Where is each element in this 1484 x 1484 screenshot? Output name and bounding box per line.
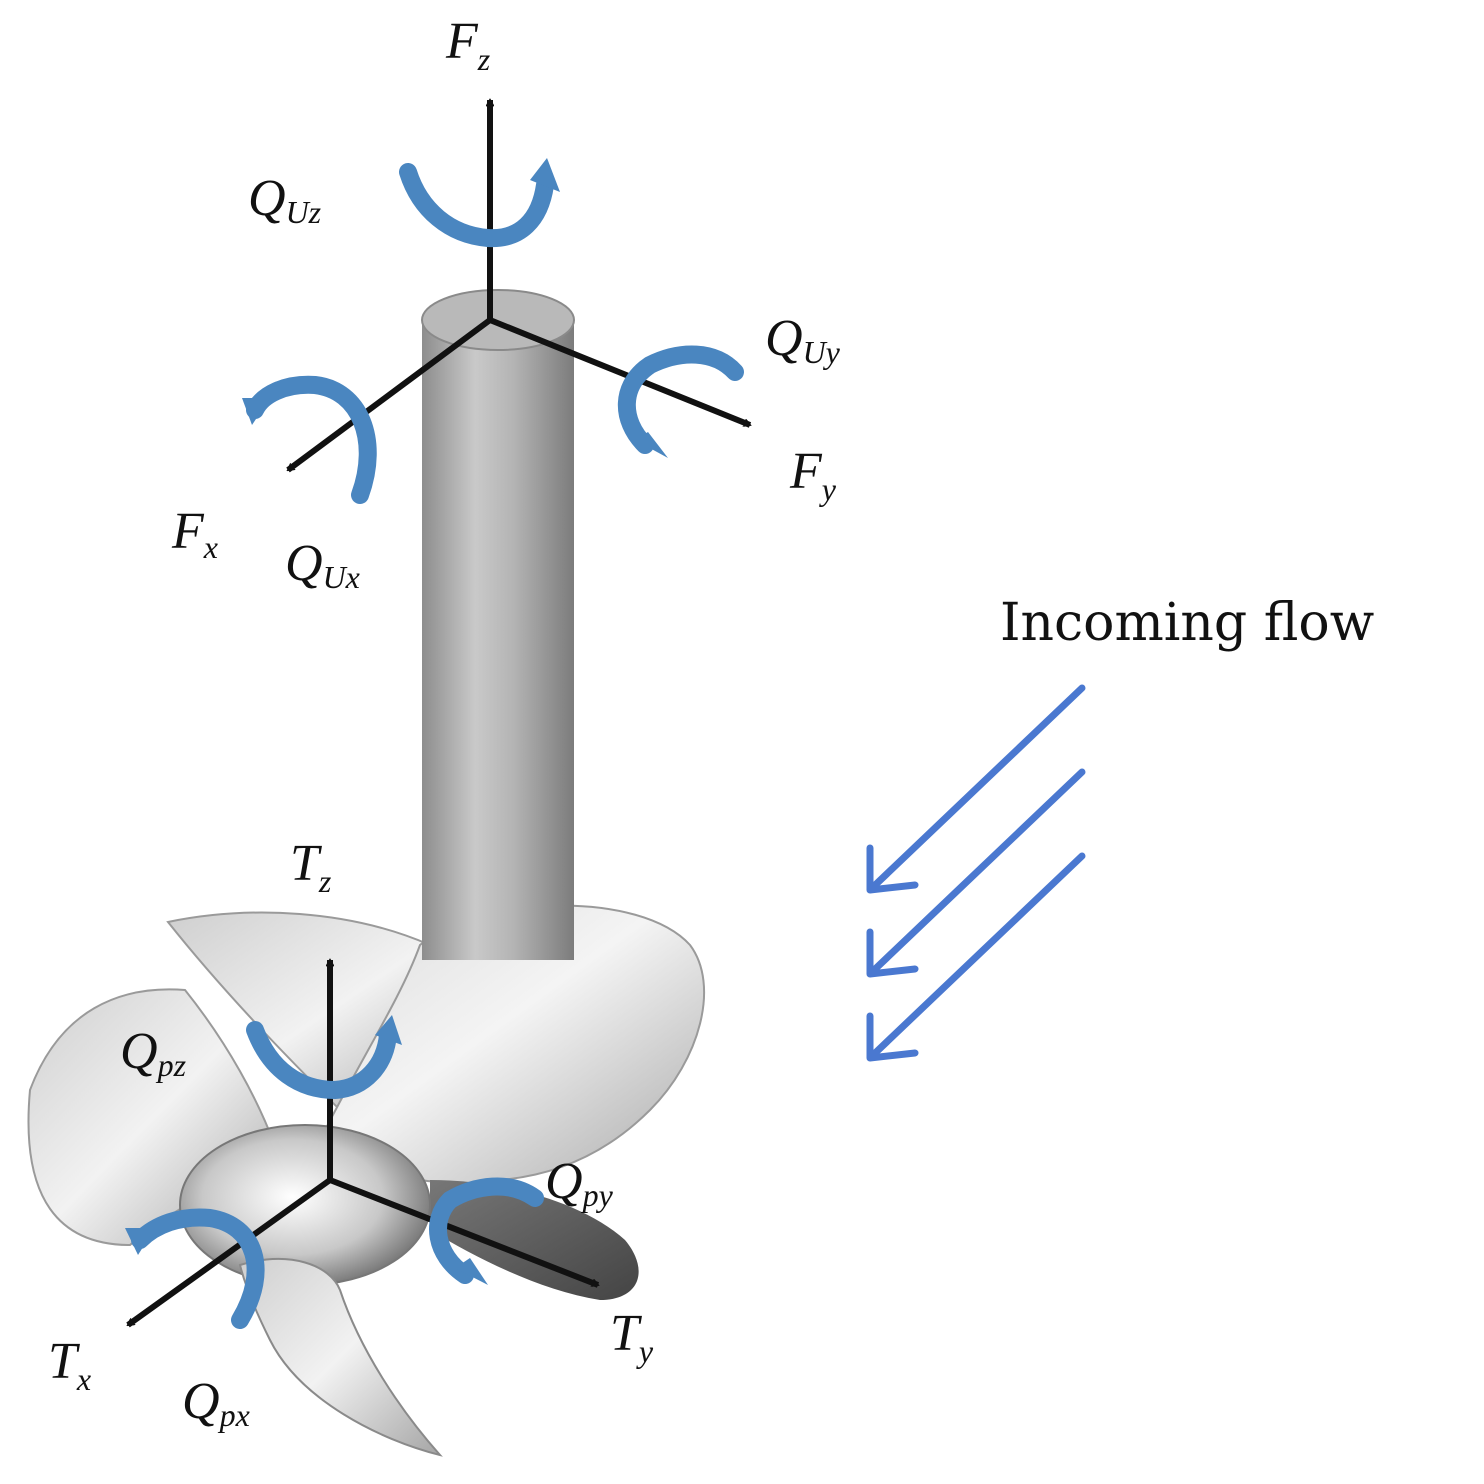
label-tx: Tx [48, 1333, 91, 1397]
label-quy: QUy [765, 310, 841, 370]
pod-housing [318, 904, 706, 1185]
label-fx: Fx [171, 503, 218, 565]
moment-pz-icon [246, 1015, 402, 1100]
label-qpy: Qpy [545, 1153, 614, 1213]
blade-right-dark [430, 1180, 639, 1300]
moment-py-icon [429, 1177, 544, 1285]
shaft [422, 320, 574, 960]
flow-arrow-1-icon [866, 684, 1086, 894]
labels: Fz QUz QUy Fy Fx QUx Tz Qpz Qpy Ty Tx Qp… [48, 13, 1374, 1433]
flow-arrow-2-icon [866, 768, 1086, 978]
tx-axis [126, 1177, 332, 1328]
upper-axes [286, 100, 750, 473]
label-fz: Fz [445, 13, 491, 77]
ty-axis [328, 1177, 598, 1288]
fx-axis [286, 317, 492, 473]
moment-uy-icon [617, 345, 744, 458]
moment-ux-icon [242, 375, 377, 504]
moment-px-icon [125, 1208, 265, 1329]
label-ty: Ty [610, 1305, 654, 1369]
flow-label: Incoming flow [1000, 593, 1374, 653]
label-fy: Fy [789, 443, 837, 507]
blade-lower [238, 1258, 443, 1457]
label-qpx: Qpx [182, 1373, 250, 1433]
flow-arrow-3-icon [866, 852, 1086, 1062]
moment-arrows [125, 158, 744, 1329]
flow-arrows [866, 684, 1086, 1062]
label-qux: QUx [285, 535, 360, 595]
label-tz: Tz [290, 835, 332, 899]
moment-uz-icon [399, 158, 560, 248]
label-qpz: Qpz [120, 1023, 187, 1083]
propeller-body [27, 289, 706, 1457]
lower-axes [126, 960, 598, 1328]
fy-axis [488, 317, 750, 428]
label-quz: QUz [248, 170, 322, 230]
